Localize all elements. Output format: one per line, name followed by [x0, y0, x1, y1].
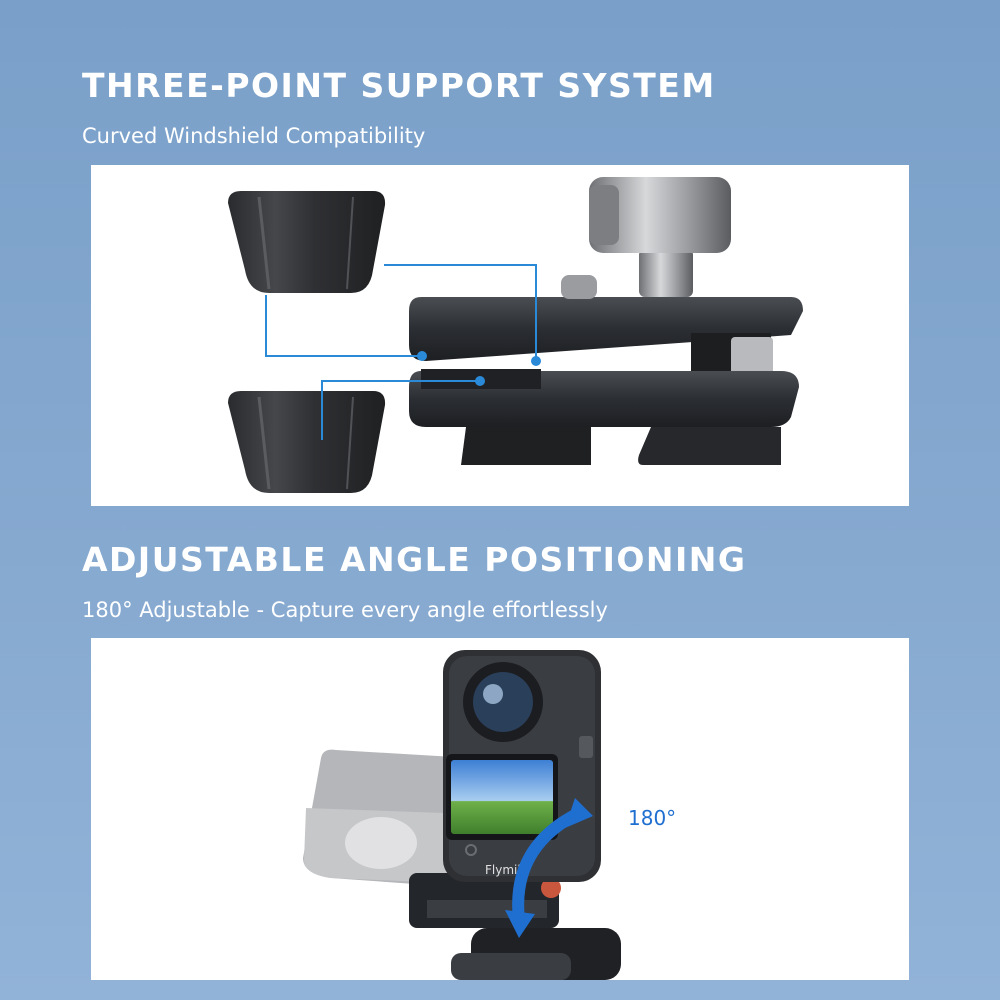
angle-section-subtitle: 180° Adjustable - Capture every angle ef… — [82, 598, 608, 622]
callout-lines — [265, 264, 537, 440]
angle-product-panel: Flymile — [91, 638, 909, 980]
clamp-mount-icon — [409, 275, 803, 465]
support-product-panel — [91, 165, 909, 506]
camera-icon: Flymile — [443, 650, 601, 882]
angle-section-title: ADJUSTABLE ANGLE POSITIONING — [82, 540, 747, 579]
knob-icon — [589, 177, 731, 297]
clamp-illustration — [228, 177, 803, 493]
rubber-pad-icon — [228, 191, 386, 293]
rotation-angle-label: 180° — [628, 806, 677, 830]
camera-icon — [303, 749, 471, 888]
camera-illustration: Flymile — [303, 650, 621, 980]
support-section-title: THREE-POINT SUPPORT SYSTEM — [82, 66, 716, 105]
rotation-arrow-icon — [505, 798, 593, 938]
support-section-subtitle: Curved Windshield Compatibility — [82, 124, 426, 148]
rubber-pad-icon — [228, 391, 386, 493]
callout-dots — [417, 351, 541, 386]
